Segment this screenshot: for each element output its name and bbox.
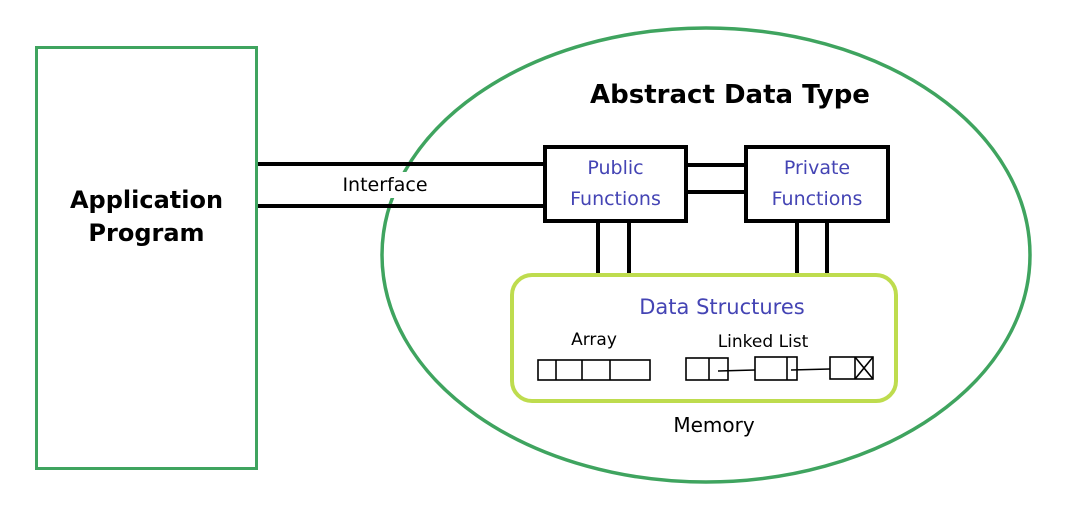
data-structures-box bbox=[510, 273, 898, 403]
linked-list-pointer-line bbox=[790, 368, 831, 371]
array-label: Array bbox=[571, 330, 617, 350]
interface-label: Interface bbox=[328, 172, 442, 198]
linked-list-label: Linked List bbox=[717, 332, 809, 352]
adt-ellipse bbox=[380, 26, 1032, 484]
linked-list-pointer-line bbox=[717, 369, 756, 372]
array-drawing bbox=[537, 359, 651, 381]
public-functions-box: Public Functions bbox=[543, 145, 688, 223]
linked-list-node bbox=[829, 356, 874, 380]
linked-list-node bbox=[685, 357, 729, 381]
data-structures-title: Data Structures bbox=[639, 295, 805, 319]
application-program-box bbox=[35, 46, 258, 470]
array-outline bbox=[537, 359, 651, 381]
linked-list-node bbox=[754, 356, 798, 381]
adt-title: Abstract Data Type bbox=[590, 80, 870, 110]
memory-label: Memory bbox=[673, 413, 755, 437]
linked-list-drawing bbox=[685, 356, 874, 381]
linked-list-null-x bbox=[854, 356, 874, 380]
private-functions-box: Private Functions bbox=[744, 145, 890, 223]
application-program-label: Application Program bbox=[69, 186, 224, 247]
